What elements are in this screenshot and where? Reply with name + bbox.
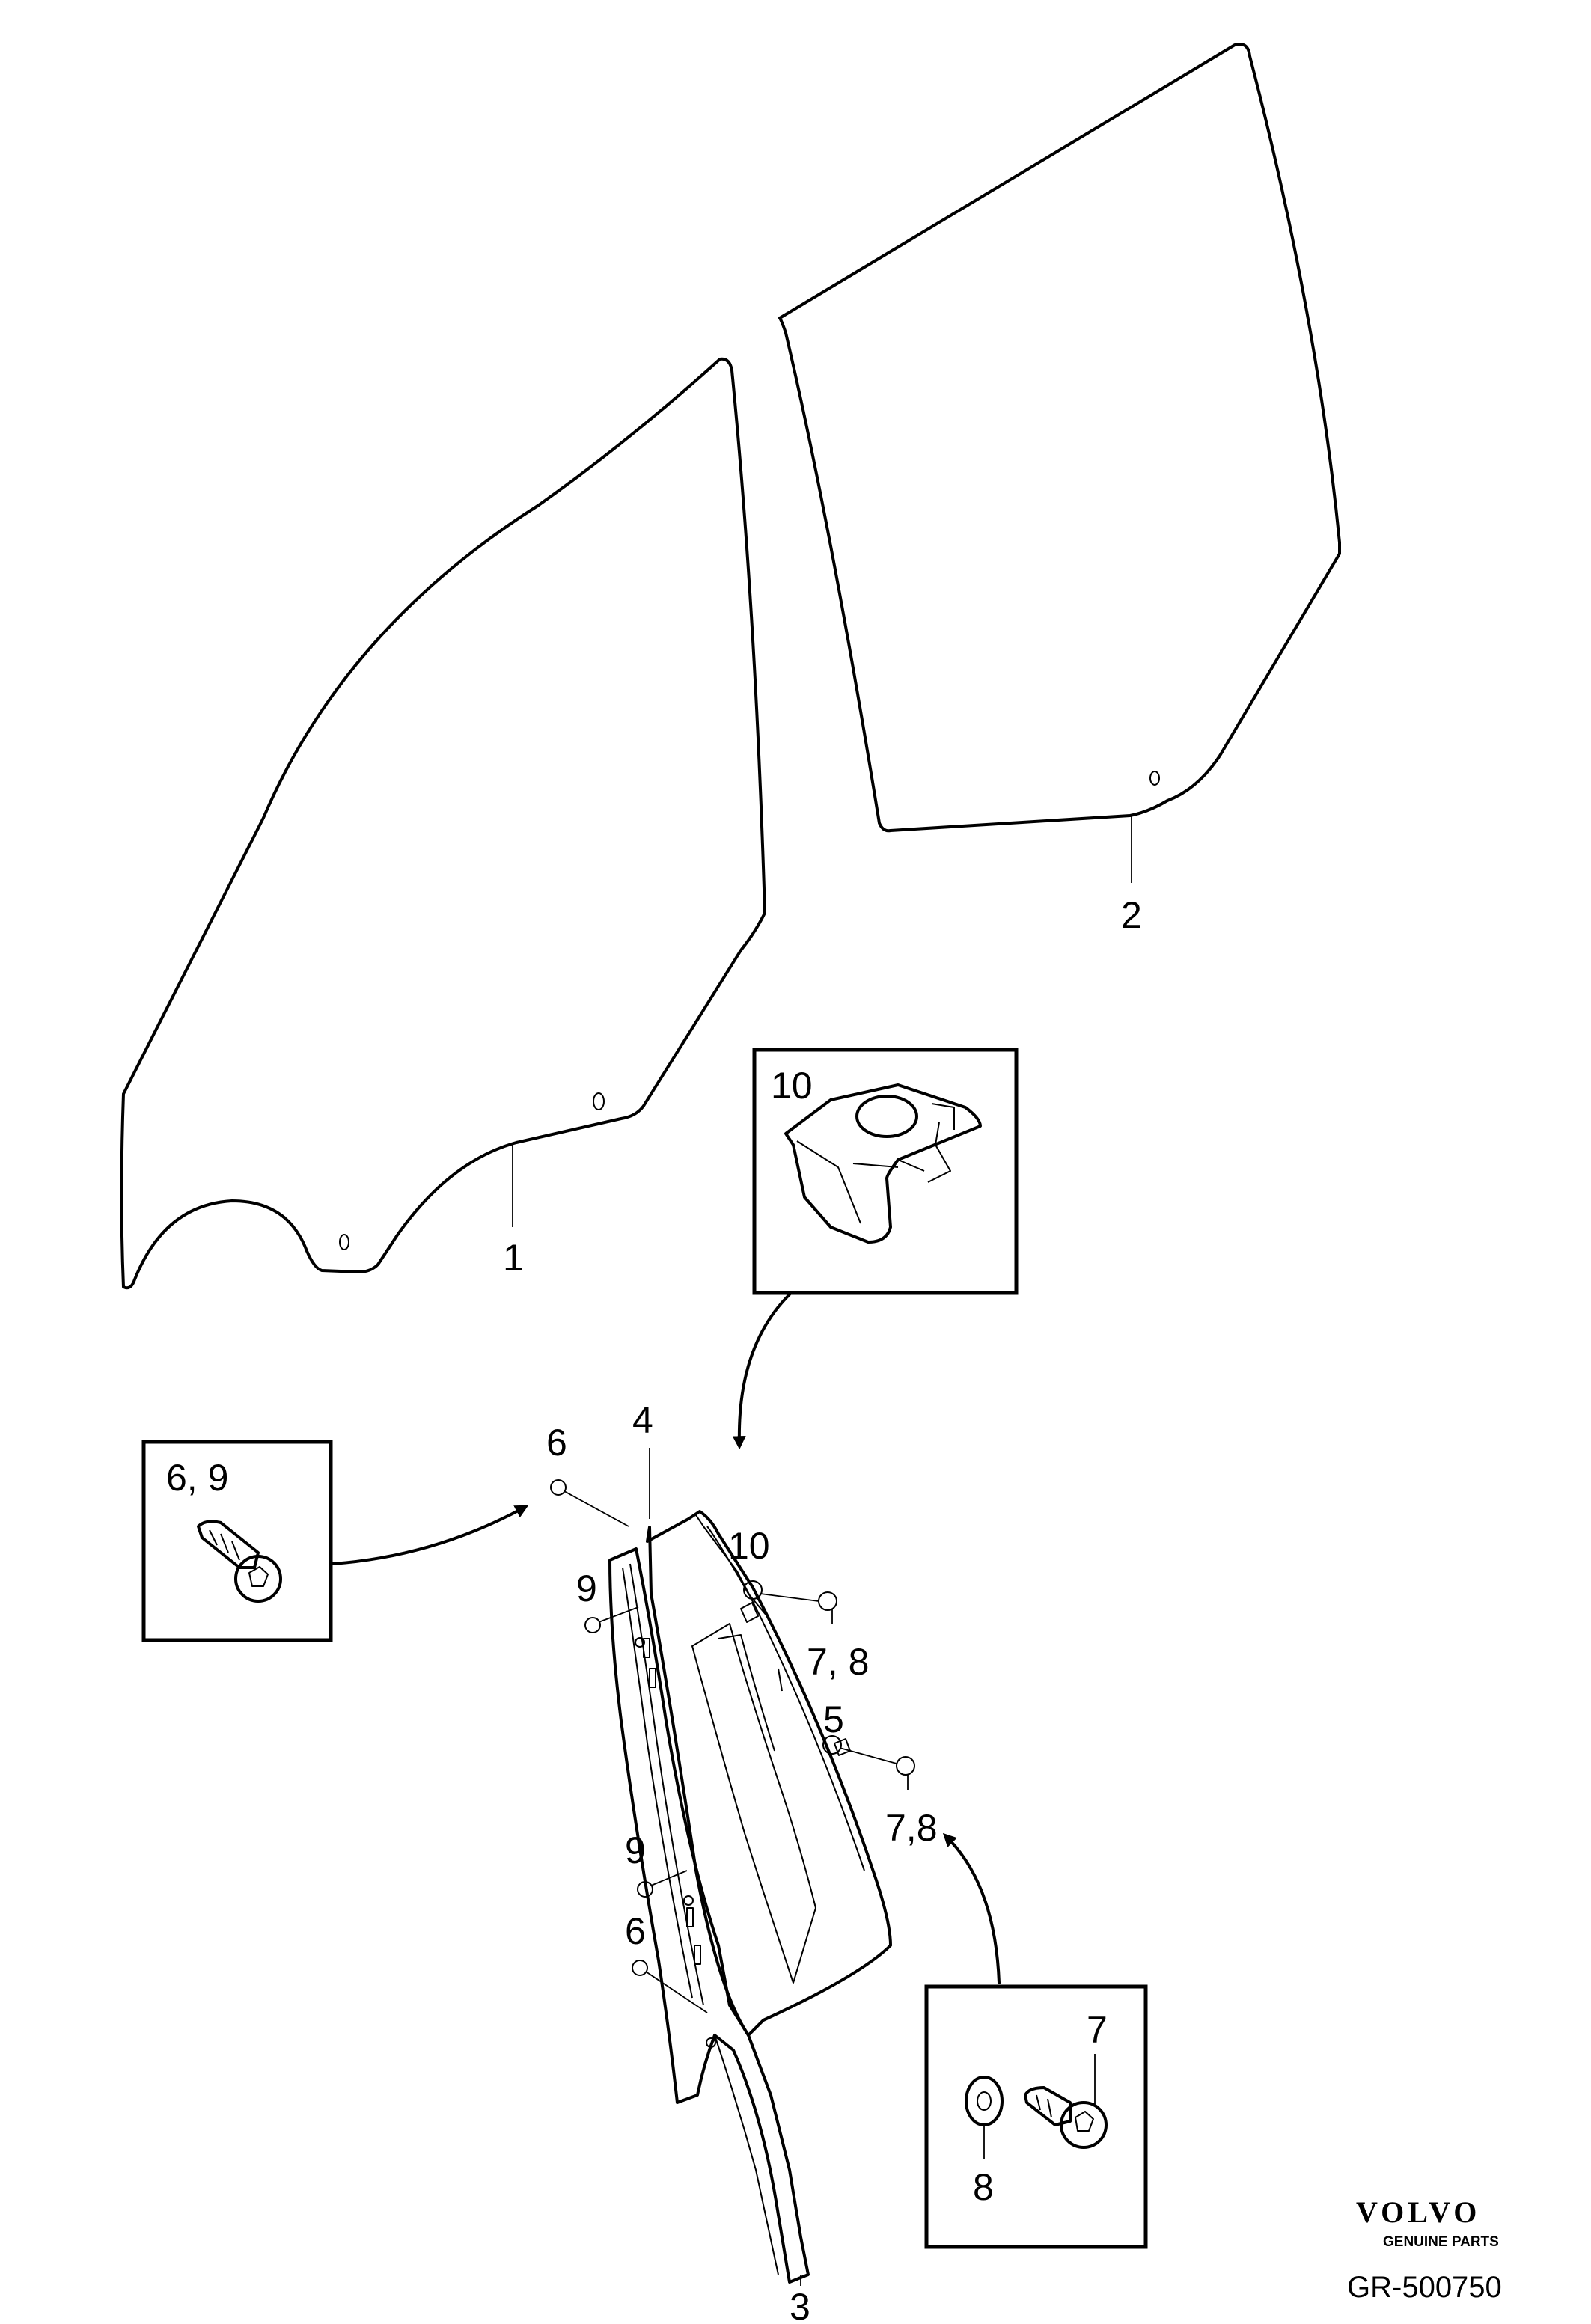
inset-screw-label: 6, 9 — [166, 1457, 228, 1499]
brand-tagline: GENUINE PARTS — [1383, 2234, 1499, 2250]
quarter-window-assembly[interactable] — [608, 1510, 892, 2284]
inset-clip[interactable]: 10 — [752, 1048, 1019, 1295]
callout-7-8-top: 7, 8 — [807, 1641, 869, 1683]
inset-screw-washer[interactable]: 7 8 — [924, 1984, 1148, 2249]
screw-icon — [632, 1960, 708, 2013]
inset-clip-label: 10 — [771, 1065, 813, 1107]
screw-icon — [822, 1735, 915, 1776]
arrow-icon — [732, 1293, 791, 1450]
callout-9-top: 9 — [576, 1568, 597, 1609]
callout-10: 10 — [728, 1525, 770, 1567]
door-glass-rear[interactable] — [778, 43, 1341, 833]
screw-icon — [1024, 2054, 1108, 2149]
screw-icon — [550, 1479, 629, 1527]
callout-9-bottom: 9 — [625, 1829, 646, 1871]
clip-icon — [784, 1083, 982, 1244]
door-glass-front[interactable] — [120, 357, 766, 1290]
arrow-icon — [332, 1505, 529, 1565]
callout-4: 4 — [632, 1399, 653, 1441]
callout-6-top: 6 — [546, 1422, 567, 1464]
arrow-icon — [942, 1832, 1001, 1984]
callout-2: 2 — [1121, 894, 1142, 936]
brand-name: VOLVO — [1356, 2195, 1480, 2229]
screw-icon — [584, 1606, 639, 1633]
callout-3: 3 — [790, 2286, 810, 2324]
inset-screw-label-7: 7 — [1087, 2009, 1108, 2051]
screw-icon — [743, 1580, 837, 1611]
screw-icon — [197, 1520, 282, 1603]
inset-washer-label-8: 8 — [973, 2166, 994, 2208]
volvo-logo: VOLVO GENUINE PARTS — [1356, 2195, 1499, 2250]
callout-6-bottom: 6 — [625, 1910, 646, 1952]
inset-screw[interactable]: 6, 9 — [141, 1440, 333, 1642]
screw-icon — [637, 1870, 688, 1898]
callout-1: 1 — [503, 1237, 524, 1279]
callout-7-8-bottom: 7,8 — [885, 1807, 938, 1849]
washer-icon — [965, 2076, 1004, 2159]
callout-5: 5 — [823, 1698, 844, 1740]
diagram-reference: GR-500750 — [1347, 2271, 1502, 2304]
